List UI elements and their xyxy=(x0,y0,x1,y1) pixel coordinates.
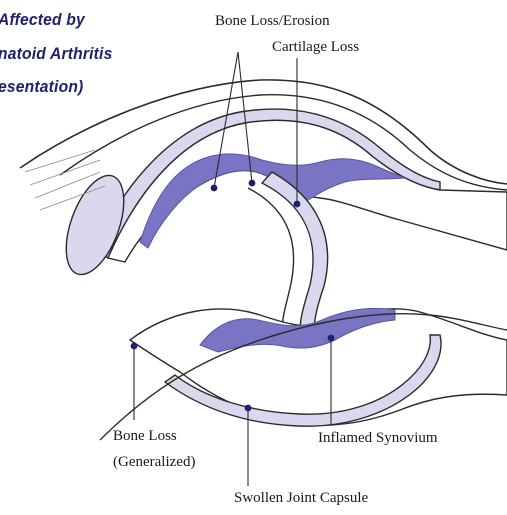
marker-bone-loss xyxy=(131,343,138,350)
label-swollen-joint-capsule: Swollen Joint Capsule xyxy=(234,490,368,507)
cartilage-inner xyxy=(248,188,294,330)
marker-erosion-2 xyxy=(249,180,256,187)
marker-erosion-1 xyxy=(211,185,218,192)
marker-cartilage xyxy=(294,201,301,208)
label-inflamed-synovium: Inflamed Synovium xyxy=(318,430,438,447)
label-bone-loss: Bone Loss xyxy=(113,428,177,445)
label-bone-loss-erosion: Bone Loss/Erosion xyxy=(215,13,330,30)
label-cartilage-loss: Cartilage Loss xyxy=(272,39,359,56)
label-bone-loss-generalized: (Generalized) xyxy=(113,454,195,471)
marker-capsule xyxy=(245,405,252,412)
marker-synovium xyxy=(328,335,335,342)
